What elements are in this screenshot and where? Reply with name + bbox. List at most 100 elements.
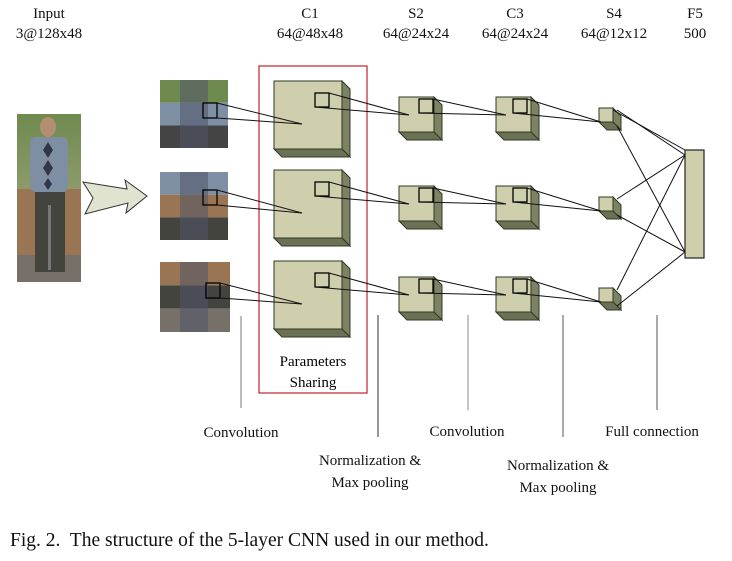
- connection-line: [432, 278, 507, 296]
- cube-bottom: [272, 237, 352, 247]
- split-arrow: [81, 178, 148, 215]
- s2-feature-map-2: [397, 275, 444, 322]
- op-label-full-connection: Full connection: [605, 424, 699, 440]
- s2-feature-map-0: [397, 95, 444, 142]
- connection-line: [418, 292, 507, 296]
- layer-name: F5: [687, 6, 703, 22]
- connection-line: [216, 189, 303, 214]
- connection-line: [526, 278, 602, 303]
- connection-line: [432, 187, 507, 205]
- connection-line: [418, 201, 507, 205]
- input-part-middle: [160, 172, 228, 240]
- layer-name: C3: [506, 6, 524, 22]
- c1-feature-map-0: [272, 79, 352, 159]
- f5-fully-connected-bar: [684, 149, 705, 259]
- cube-face: [598, 196, 614, 212]
- cube-bottom: [494, 220, 541, 230]
- full-connection-line: [616, 125, 686, 253]
- receptive-field-box: [205, 282, 221, 299]
- op-label-norm-pool-2: Normalization & Max pooling: [506, 458, 610, 496]
- s4-feature-map-1: [597, 195, 623, 221]
- parameters-sharing-box: [258, 65, 368, 394]
- receptive-field-box: [202, 189, 218, 206]
- cube-bottom: [272, 328, 352, 338]
- kernel-box: [314, 181, 330, 197]
- connection-line: [314, 286, 410, 296]
- op-label-convolution-2: Convolution: [429, 424, 505, 440]
- cube-face: [273, 169, 343, 239]
- layer-shape: 64@24x24: [382, 26, 450, 42]
- s2-feature-map-1: [397, 184, 444, 231]
- layer-name: S4: [606, 6, 622, 22]
- kernel-box: [512, 187, 528, 203]
- full-connection-line: [616, 214, 686, 253]
- c3-feature-map-2: [494, 275, 541, 322]
- cube-side: [341, 79, 351, 159]
- s4-feature-map-0: [597, 106, 623, 132]
- figure-caption: Fig. 2. The structure of the 5-layer CNN…: [10, 530, 489, 551]
- layer-shape: 500: [683, 26, 707, 42]
- input-part-lower: [160, 262, 230, 332]
- cube-bottom: [397, 220, 444, 230]
- op-label-norm-pool-1: Normalization & Max pooling: [318, 453, 422, 491]
- layer-header-c3: C3 64@24x24: [465, 4, 565, 44]
- connection-line: [216, 204, 303, 214]
- c1-feature-map-2: [272, 259, 352, 339]
- full-connection-line: [616, 251, 686, 307]
- connection-line: [328, 272, 410, 296]
- layer-header-s2: S2 64@24x24: [366, 4, 466, 44]
- c3-feature-map-1: [494, 184, 541, 231]
- connection-line: [219, 282, 303, 305]
- connection-line: [314, 195, 410, 205]
- layer-name: C1: [301, 6, 319, 22]
- cube-side: [341, 259, 351, 339]
- cube-face: [598, 287, 614, 303]
- cube-side: [341, 168, 351, 248]
- kernel-box: [512, 278, 528, 294]
- cube-face: [598, 107, 614, 123]
- input-part-upper: [160, 80, 228, 148]
- connection-line: [216, 102, 303, 125]
- cube-bottom: [272, 148, 352, 158]
- cube-bottom: [397, 311, 444, 321]
- input-image: [17, 114, 81, 282]
- cube-face: [273, 260, 343, 330]
- connection-line: [526, 187, 602, 212]
- s4-feature-map-2: [597, 286, 623, 312]
- kernel-box: [314, 272, 330, 288]
- layer-header-s4: S4 64@12x12: [564, 4, 664, 44]
- connection-line: [512, 292, 602, 303]
- layer-shape: 3@128x48: [15, 26, 83, 42]
- full-connection-line: [616, 154, 686, 291]
- c3-feature-map-0: [494, 95, 541, 142]
- connection-line: [219, 297, 303, 305]
- layer-header-c1: C1 64@48x48: [260, 4, 360, 44]
- layer-name: Input: [33, 6, 65, 22]
- cube-bottom: [494, 311, 541, 321]
- parameters-sharing-label-line1: Parameters: [280, 354, 347, 370]
- c1-feature-map-1: [272, 168, 352, 248]
- layer-header-f5: F5 500: [645, 4, 732, 44]
- kernel-box: [314, 92, 330, 108]
- connection-line: [328, 181, 410, 205]
- layer-shape: 64@48x48: [276, 26, 344, 42]
- connection-line: [328, 92, 410, 116]
- kernel-box: [512, 98, 528, 114]
- receptive-field-box: [202, 102, 218, 119]
- cube-bottom: [494, 131, 541, 141]
- connection-line: [512, 201, 602, 212]
- layer-shape: 64@24x24: [481, 26, 549, 42]
- full-connection-line: [616, 154, 686, 200]
- connection-line: [418, 112, 507, 116]
- connection-line: [432, 98, 507, 116]
- layer-name: S2: [408, 6, 424, 22]
- cube-face: [273, 80, 343, 150]
- layer-shape: 64@12x12: [580, 26, 648, 42]
- connection-line: [512, 112, 602, 123]
- connection-line: [314, 106, 410, 116]
- parameters-sharing-label-line2: Sharing: [290, 375, 337, 391]
- connection-line: [216, 117, 303, 125]
- full-connection-line: [616, 109, 686, 156]
- cube-bottom: [397, 131, 444, 141]
